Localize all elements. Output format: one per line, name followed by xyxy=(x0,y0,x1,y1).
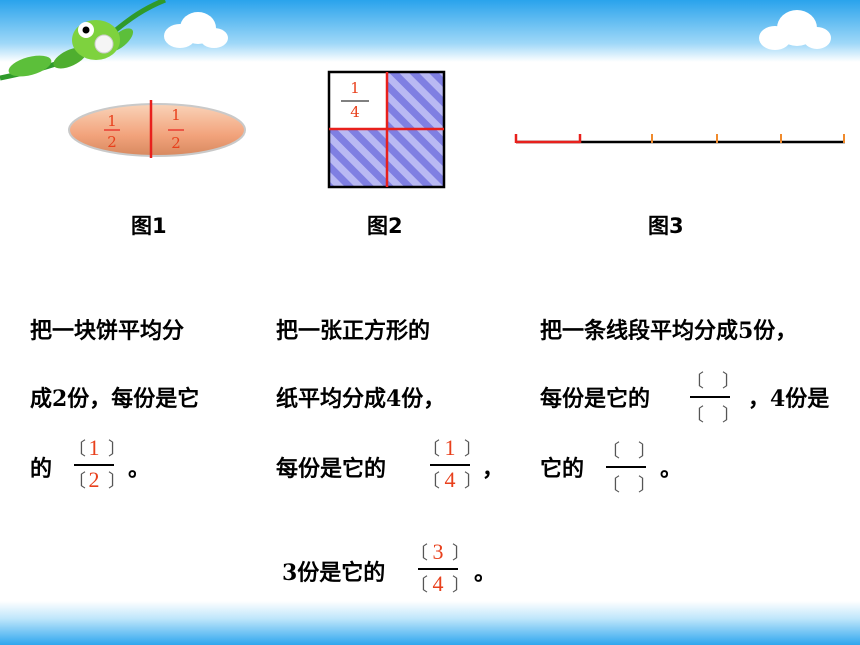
col2-answer1-den: 4 xyxy=(444,467,456,492)
col2-line4-pre: 3份是它的 xyxy=(282,560,386,586)
figure3-segment xyxy=(514,134,845,144)
fig2-den: 4 xyxy=(350,103,360,121)
fig2-caption: 图2 xyxy=(367,214,403,238)
fig1-right-den: 2 xyxy=(171,134,181,152)
bottom-banner xyxy=(0,601,860,645)
cloud-icon xyxy=(164,12,228,48)
col2-answer1-fraction: 〔〕 1 〔〕 4 xyxy=(422,435,482,492)
fig1-right-num: 1 xyxy=(171,106,181,124)
col2-answer1-num: 1 xyxy=(444,435,456,460)
col3-answer1-fraction: 〔〕 〔〕 xyxy=(686,371,740,425)
fig1-caption: 图1 xyxy=(131,214,167,238)
col3-line2-post: ，4份是 xyxy=(748,386,830,412)
col1-line3-post: 。 xyxy=(128,456,151,482)
frog-vine-icon xyxy=(0,0,166,81)
col2-answer2-fraction: 〔〕 3 〔〕 4 xyxy=(410,539,470,596)
col1-answer-den: 2 xyxy=(88,467,100,492)
col3-line1: 把一条线段平均分成5份， xyxy=(540,318,798,344)
col3-line3-post: 。 xyxy=(660,456,683,482)
figure2-square xyxy=(327,70,446,189)
col2-answer2-num: 3 xyxy=(432,539,444,564)
figure1-plate xyxy=(68,100,246,158)
col1-answer-fraction: 〔〕 1 〔〕 2 xyxy=(64,434,126,494)
col1-line3-pre: 的 xyxy=(30,456,53,482)
col2-line3-post: ， xyxy=(482,456,505,482)
fig1-left-den: 2 xyxy=(107,133,117,151)
col3-line3-pre: 它的 xyxy=(540,456,585,482)
col2-answer2-den: 4 xyxy=(432,571,444,596)
fig3-caption: 图3 xyxy=(648,214,684,238)
fig2-num: 1 xyxy=(350,79,360,97)
col1-line1: 把一块饼平均分 xyxy=(30,318,185,344)
col1-line2: 成2份，每份是它 xyxy=(30,386,200,412)
cloud-icon xyxy=(759,10,831,50)
col2-line4-post: 。 xyxy=(474,560,497,586)
col1-answer-num: 1 xyxy=(88,435,100,460)
col2-line3-pre: 每份是它的 xyxy=(276,456,387,482)
fig1-left-num: 1 xyxy=(107,112,117,130)
col3-line2-pre: 每份是它的 xyxy=(540,386,651,412)
col2-line2: 纸平均分成4份， xyxy=(276,386,446,412)
col2-line1: 把一张正方形的 xyxy=(276,318,431,344)
col3-answer2-fraction: 〔〕 〔〕 xyxy=(602,441,656,495)
